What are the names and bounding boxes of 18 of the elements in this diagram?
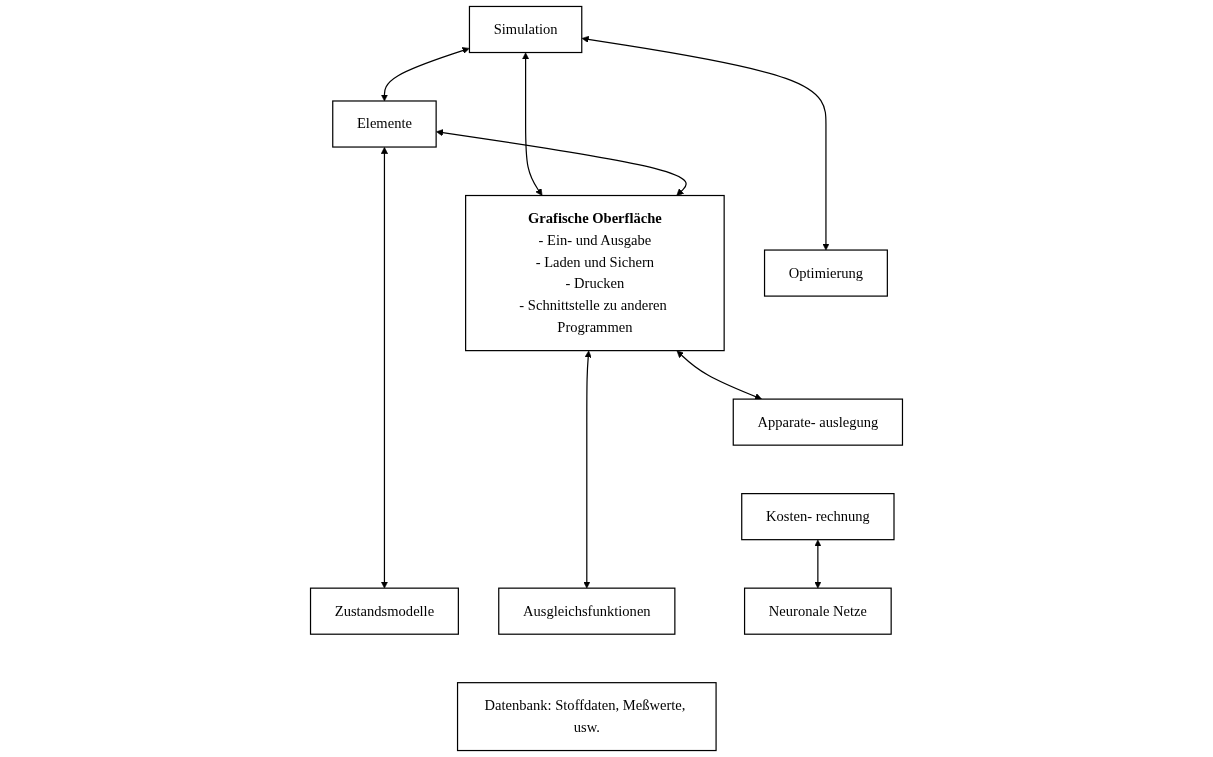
node-box: Elemente: [332, 100, 437, 148]
node-box: Apparate- auslegung: [732, 398, 904, 446]
arrow: [380, 47, 470, 102]
node-box: Simulation: [468, 5, 583, 54]
arrow: [581, 35, 830, 251]
arrow: [522, 52, 543, 196]
node-box: Optimierung: [763, 249, 888, 297]
arrow: [380, 147, 388, 589]
arrow: [676, 350, 762, 400]
node-box: Grafische Oberfläche - Ein- und Ausgabe - Laden und Sichern - Drucken - Schnittstelle zu anderen Programmen: [465, 194, 725, 352]
node-box: Ausgleichsfunktionen: [498, 587, 676, 635]
arrow: [583, 350, 592, 589]
node-box: Zustandsmodelle: [309, 587, 459, 635]
arrow: [436, 129, 687, 196]
arrow: [814, 539, 822, 589]
node-box: Neuronale Netze: [743, 587, 892, 635]
node-box: Kosten- rechnung: [741, 493, 895, 541]
node-box: Datenbank: Stoffdaten, Meßwerte, usw.: [456, 682, 717, 752]
